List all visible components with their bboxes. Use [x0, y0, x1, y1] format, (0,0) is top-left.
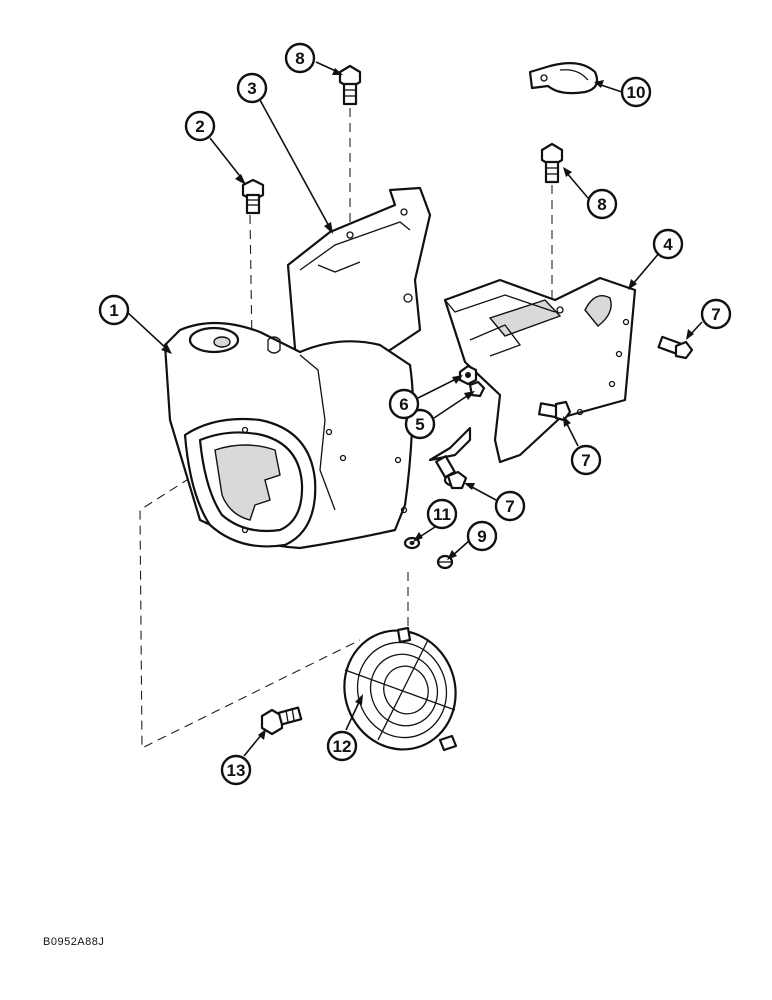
svg-text:2: 2: [195, 117, 204, 136]
fan-housing: [163, 321, 415, 550]
svg-text:7: 7: [711, 305, 720, 324]
leader-lines: [125, 61, 703, 757]
svg-text:9: 9: [477, 527, 486, 546]
bolt-2: [241, 178, 265, 215]
svg-text:12: 12: [333, 737, 352, 756]
callout-12: 12: [326, 730, 358, 762]
bolt-13: [260, 706, 303, 736]
svg-text:4: 4: [663, 235, 673, 254]
callout-3: 3: [236, 72, 268, 104]
bolt-7-middle: [538, 400, 572, 422]
clamp-10: [528, 61, 599, 95]
callout-5: 5: [404, 408, 436, 440]
svg-text:6: 6: [399, 395, 408, 414]
drawing-code: B0952A88J: [43, 936, 105, 948]
bolt-7-right: [657, 335, 694, 360]
bolt-7-lower: [435, 455, 468, 490]
svg-text:1: 1: [109, 301, 118, 320]
callout-8-right: 8: [586, 188, 618, 220]
svg-text:8: 8: [597, 195, 606, 214]
svg-text:8: 8: [295, 49, 304, 68]
washer-11: [403, 536, 421, 550]
svg-text:5: 5: [415, 415, 424, 434]
bolt-8-top: [338, 64, 362, 106]
svg-text:3: 3: [247, 79, 256, 98]
fan-guard-12: [343, 626, 458, 752]
svg-text:7: 7: [505, 497, 514, 516]
callout-2: 2: [184, 110, 216, 142]
svg-text:11: 11: [433, 505, 451, 524]
bolt-8-right: [540, 142, 564, 184]
callout-9: 9: [466, 520, 498, 552]
callout-8-top: 8: [284, 42, 316, 74]
side-frame-bracket: [428, 276, 637, 464]
callout-13: 13: [220, 754, 252, 786]
svg-text:13: 13: [227, 761, 246, 780]
callout-10: 10: [620, 76, 652, 108]
callout-6: 6: [388, 388, 420, 420]
callout-4: 4: [652, 228, 684, 260]
svg-text:10: 10: [627, 83, 646, 102]
callout-7-middle: 7: [570, 444, 602, 476]
svg-text:7: 7: [581, 451, 590, 470]
nut-6: [458, 364, 478, 386]
callout-1: 1: [98, 294, 130, 326]
callout-7-right: 7: [700, 298, 732, 330]
callout-7-lower: 7: [494, 490, 526, 522]
callout-11: 11: [426, 498, 458, 530]
